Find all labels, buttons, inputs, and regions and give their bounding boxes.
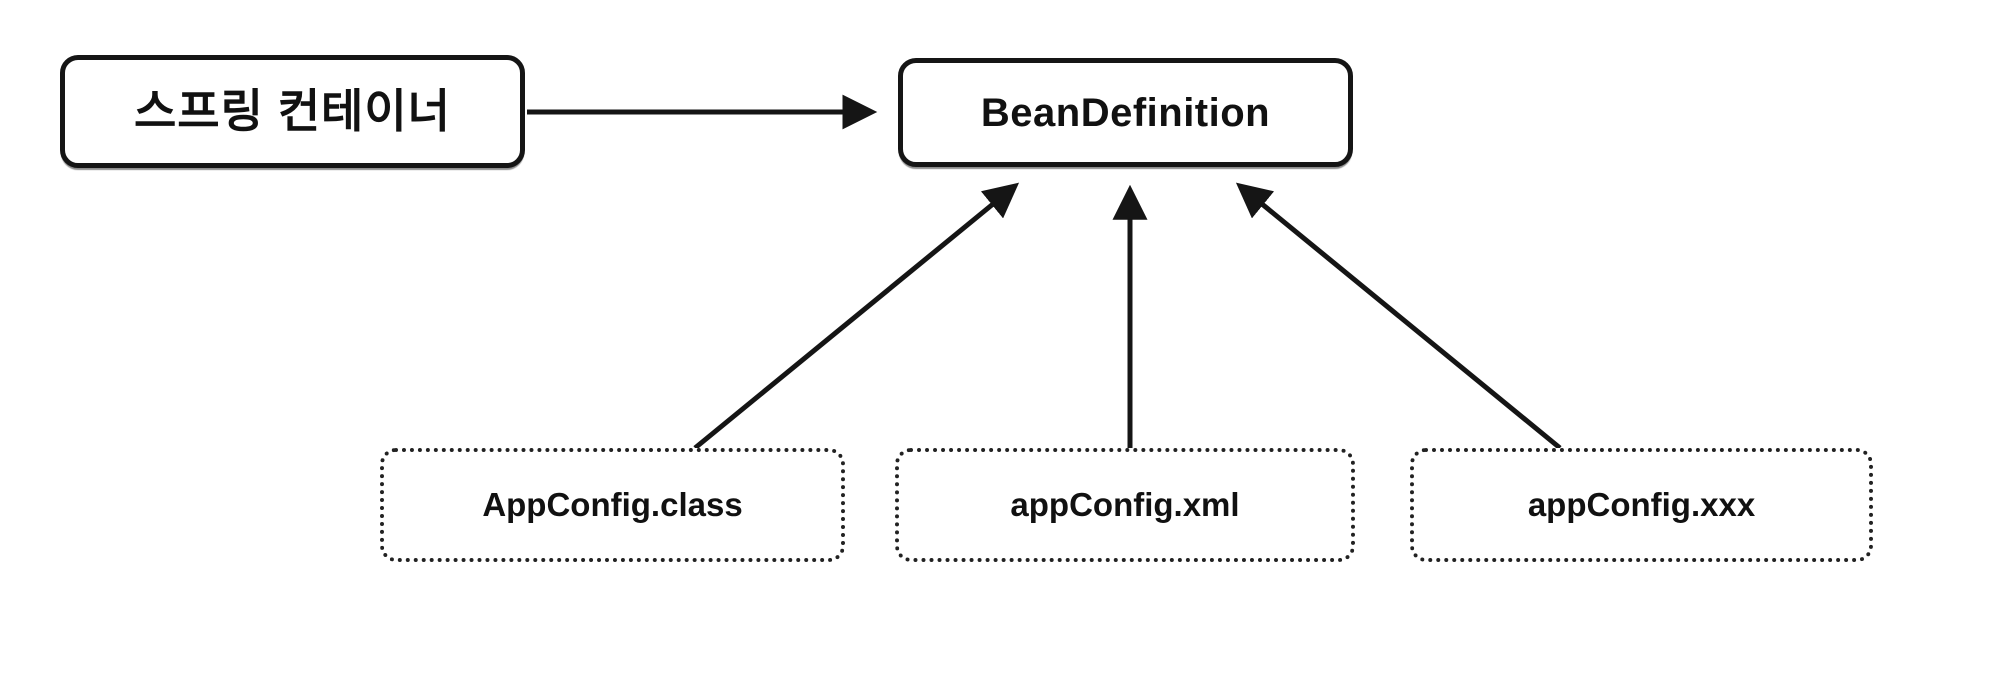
node-appconfig-xxx-label: appConfig.xxx	[1527, 485, 1756, 523]
node-appconfig-xml: appConfig.xml	[895, 448, 1355, 562]
node-appconfig-xxx: appConfig.xxx	[1410, 448, 1873, 562]
edge-appconfig-xxx-to-beandefinition	[1235, 182, 1562, 450]
node-appconfig-xml-label: appConfig.xml	[1010, 485, 1240, 523]
node-bean-definition: BeanDefinition	[898, 58, 1353, 167]
node-appconfig-class: AppConfig.class	[380, 448, 845, 562]
node-spring-container: 스프링 컨테이너	[60, 55, 525, 168]
edge-appconfig-class-to-beandefinition	[693, 182, 1020, 450]
node-bean-definition-label: BeanDefinition	[980, 90, 1271, 135]
node-spring-container-label: 스프링 컨테이너	[133, 85, 452, 138]
node-appconfig-class-label: AppConfig.class	[482, 485, 743, 523]
